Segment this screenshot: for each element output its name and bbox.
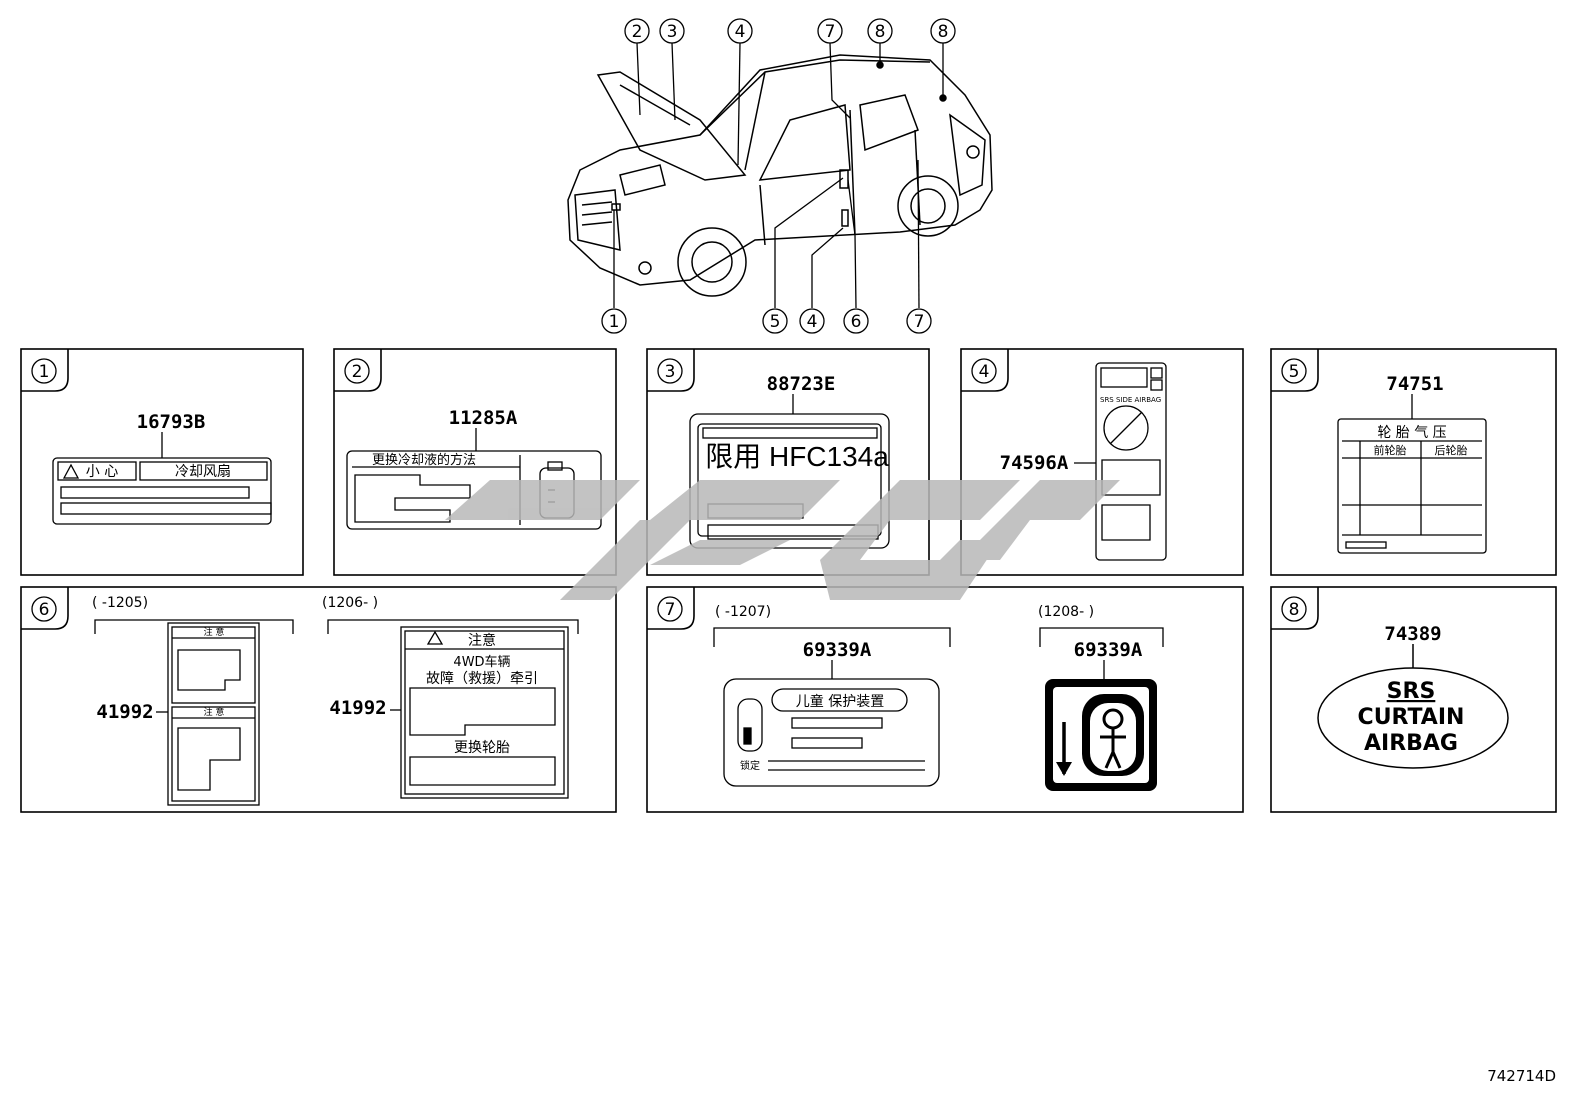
part-number-41992-a: 41992 [96, 701, 153, 723]
label-fan-text: 冷却风扇 [175, 464, 231, 480]
panel-3-index: 3 [665, 362, 676, 382]
range-label-b: (1206- ) [322, 595, 378, 611]
range-label-c: ( -1207) [715, 604, 771, 620]
range-label-d: (1208- ) [1038, 604, 1094, 620]
part-number-74596A: 74596A [1000, 452, 1069, 474]
callout-7b: 7 [914, 312, 925, 332]
child-restraint-title: 儿童 保护装置 [796, 693, 884, 710]
panel-4-index: 4 [979, 362, 990, 382]
old-label-warn: 注 意 [204, 626, 225, 638]
panel-6-index: 6 [39, 600, 50, 620]
panel-8-index: 8 [1289, 600, 1300, 620]
diagram-id: 742714D [1487, 1067, 1556, 1085]
panel-8 [1270, 586, 1557, 813]
label-4wd-old [156, 622, 260, 806]
panel-5-index: 5 [1289, 362, 1300, 382]
label-child-restraint-new [1045, 660, 1157, 791]
new-label-line1: 4WD车辆 [453, 654, 510, 670]
new-label-warn: 注意 [468, 632, 496, 649]
label-warning-text: 小 心 [86, 464, 118, 480]
range-label-a: ( -1205) [92, 595, 148, 611]
part-number-16793B: 16793B [137, 411, 206, 433]
panel-1 [20, 348, 304, 576]
tire-pressure-title: 轮 胎 气 压 [1377, 425, 1446, 441]
panel-6 [20, 586, 617, 813]
new-label-line2: 故障（救援）牵引 [426, 671, 538, 687]
callout-circles [601, 18, 956, 334]
child-lock-text: 锁定 [740, 759, 760, 772]
label-cooling-fan [52, 432, 272, 525]
airbag-text: AIRBAG [1364, 731, 1458, 756]
panel-7-index: 7 [665, 600, 676, 620]
srs-text: SRS [1387, 679, 1436, 704]
label-side-airbag [1074, 362, 1167, 561]
label-tire-pressure [1337, 394, 1487, 554]
callout-5: 5 [770, 312, 781, 332]
part-number-41992-b: 41992 [329, 697, 386, 719]
range-bracket-a [94, 619, 294, 634]
callout-4: 4 [735, 22, 746, 42]
part-number-74389: 74389 [1384, 623, 1441, 645]
watermark-logo [445, 480, 1120, 600]
refrigerant-text: 限用 HFC134a [705, 441, 889, 472]
panel-5 [1270, 348, 1557, 576]
label-4wd-new [390, 626, 569, 799]
part-number-88723E: 88723E [767, 373, 836, 395]
airbag-tag: SRS SIDE AIRBAG [1100, 396, 1161, 404]
callout-2: 2 [632, 22, 643, 42]
callout-7: 7 [825, 22, 836, 42]
panel-1-index: 1 [39, 362, 50, 382]
new-label-line3: 更换轮胎 [454, 739, 510, 756]
label-child-restraint-old [723, 660, 940, 787]
part-number-69339A-b: 69339A [1074, 639, 1143, 661]
callout-8b: 8 [938, 22, 949, 42]
part-number-74751: 74751 [1386, 373, 1443, 395]
old-label-warn-2: 注 意 [204, 706, 225, 718]
part-number-11285A: 11285A [449, 407, 518, 429]
panel-2 [333, 348, 617, 576]
coolant-header: 更换冷却液的方法 [372, 452, 476, 468]
part-number-69339A-a: 69339A [803, 639, 872, 661]
callout-8: 8 [875, 22, 886, 42]
callout-4b: 4 [807, 312, 818, 332]
callout-6: 6 [851, 312, 862, 332]
panel-2-index: 2 [352, 362, 363, 382]
callout-3: 3 [667, 22, 678, 42]
callout-leaders [613, 42, 944, 309]
panel-4 [960, 348, 1244, 576]
range-bracket-b [327, 619, 579, 634]
callout-1: 1 [609, 312, 620, 332]
tire-rear-col: 后轮胎 [1435, 443, 1468, 457]
label-curtain-airbag [1317, 644, 1509, 769]
tire-front-col: 前轮胎 [1374, 443, 1407, 457]
car-illustration [567, 54, 993, 297]
range-bracket-c [713, 627, 951, 647]
range-bracket-d [1039, 627, 1164, 647]
curtain-text: CURTAIN [1358, 705, 1465, 730]
panel-3 [646, 348, 930, 576]
